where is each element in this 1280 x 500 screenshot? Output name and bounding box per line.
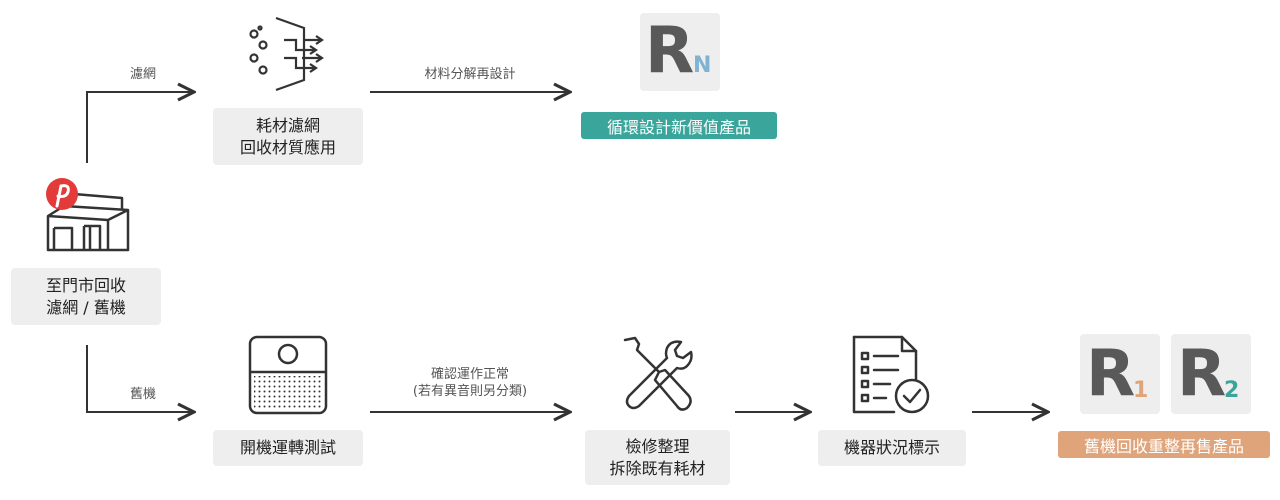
consumable-line2: 回收材質應用 xyxy=(239,137,336,157)
tile-r1: R 1 xyxy=(1080,334,1160,414)
brand-logo xyxy=(46,178,78,210)
tools-icon xyxy=(615,334,695,416)
status-label-box: 機器狀況標示 xyxy=(818,430,966,466)
tile-rn-letter: R xyxy=(645,14,695,88)
startup-test-box: 開機運轉測試 xyxy=(213,430,363,466)
store-icon xyxy=(38,172,134,256)
tile-r1-letter: R xyxy=(1086,337,1136,411)
edge-label-confirm-line2: (若有異音則另分類) xyxy=(412,384,528,399)
repair-box: 檢修整理 拆除既有耗材 xyxy=(585,430,730,485)
tile-rn: R N xyxy=(640,13,720,91)
result-pill-resale: 舊機回收重整再售產品 xyxy=(1058,431,1270,458)
tile-rn-sub: N xyxy=(693,53,712,78)
result-pill-new: 循環設計新價值產品 xyxy=(581,112,777,139)
startup-test-label: 開機運轉測試 xyxy=(239,438,336,457)
branch-label-filter: 濾網 xyxy=(129,67,156,82)
edge-label-confirm: 確認運作正常 (若有異音則另分類) xyxy=(370,366,570,400)
edge-label-confirm-line1: 確認運作正常 xyxy=(430,367,509,382)
consumable-filter-box: 耗材濾網 回收材質應用 xyxy=(213,108,363,165)
edge-label-material: 材料分解再設計 xyxy=(424,67,516,82)
tile-r2: R 2 xyxy=(1171,334,1251,414)
air-purifier-icon xyxy=(247,334,329,416)
checklist-icon xyxy=(850,334,932,416)
branch-line-bottom xyxy=(86,345,194,412)
start-box: 至門市回收 濾網 / 舊機 xyxy=(11,268,161,325)
repair-line1: 檢修整理 xyxy=(625,436,690,456)
status-label-text: 機器狀況標示 xyxy=(843,438,940,457)
start-line1: 至門市回收 xyxy=(45,275,126,295)
filter-icon xyxy=(246,14,330,94)
consumable-line1: 耗材濾網 xyxy=(255,115,320,135)
repair-line2: 拆除既有耗材 xyxy=(609,458,706,478)
branch-label-old: 舊機 xyxy=(129,387,156,402)
start-line2: 濾網 / 舊機 xyxy=(46,297,126,317)
tile-r2-letter: R xyxy=(1177,337,1227,411)
tile-r1-sub: 1 xyxy=(1133,378,1149,403)
tile-r2-sub: 2 xyxy=(1224,378,1240,403)
branch-line-top xyxy=(86,92,194,163)
